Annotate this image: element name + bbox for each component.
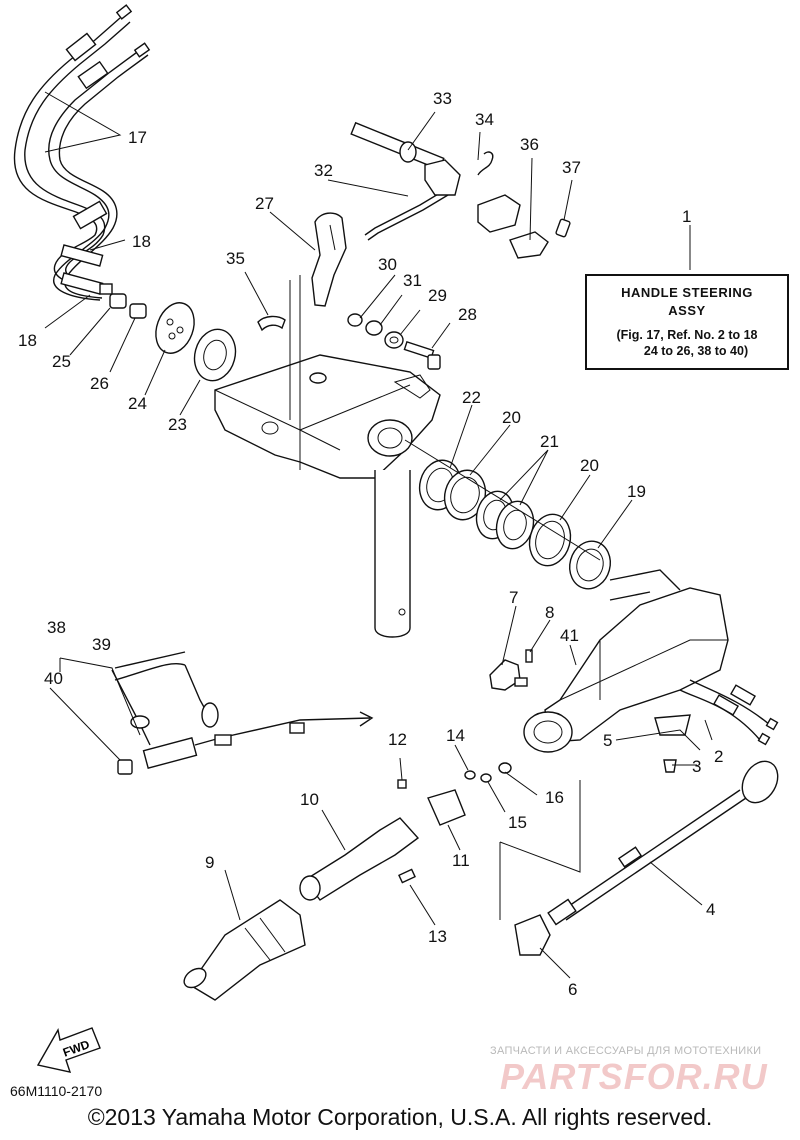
callout-28: 28 [458,305,477,324]
callout-1: 1 [682,207,691,226]
handle-bracket [523,569,779,773]
callout-29: 29 [428,286,447,305]
callout-37: 37 [562,158,581,177]
callout-6: 6 [568,980,577,999]
callout-24: 24 [128,394,147,413]
callout-35: 35 [226,249,245,268]
callout-22: 22 [462,388,481,407]
callout-40: 40 [44,669,63,688]
callout-33: 33 [433,89,452,108]
callout-16: 16 [545,788,564,807]
callout-15: 15 [508,813,527,832]
callout-2: 2 [714,747,723,766]
callout-7: 7 [509,588,518,607]
callout-18a: 18 [132,232,151,251]
cable-assembly [13,4,151,301]
callout-4: 4 [706,900,715,919]
callout-20b: 20 [580,456,599,475]
note-line-2: ASSY [668,303,706,318]
note-line-3: (Fig. 17, Ref. No. 2 to 18 [616,328,758,342]
grip-parts [183,762,512,1001]
callout-8: 8 [545,603,554,622]
callout-5: 5 [603,731,612,750]
seal-and-clip [193,315,286,382]
callout-27: 27 [255,194,274,213]
throttle-shaft [499,760,779,956]
leader-lines [44,91,713,979]
callout-41: 41 [560,626,579,645]
link-rod-parts [350,121,571,259]
callout-14: 14 [446,726,465,745]
callout-30: 30 [378,255,397,274]
drawing-code: 66M1110-2170 [10,1083,103,1099]
callout-3: 3 [692,757,701,776]
watermark-text: ЗАПЧАСТИ И АКСЕССУАРЫ ДЛЯ МОТОТЕХНИКИ [490,1045,762,1057]
callout-34: 34 [475,110,494,129]
callout-18b: 18 [18,331,37,350]
callout-38: 38 [47,618,66,637]
callout-26: 26 [90,374,109,393]
callout-19: 19 [627,482,646,501]
fastener-parts [347,313,441,370]
callout-13: 13 [428,927,447,946]
stop-switch [489,649,533,691]
callout-20a: 20 [502,408,521,427]
steering-bracket [214,354,441,638]
callout-23: 23 [168,415,187,434]
watermark-logo: PARTSFOR.RU [500,1056,768,1097]
throttle-lever [289,212,347,470]
copyright-notice: ©2013 Yamaha Motor Corporation, U.S.A. A… [87,1104,713,1130]
washer-stack [404,439,611,590]
callout-31: 31 [403,271,422,290]
fwd-arrow-icon: FWD [36,1027,101,1073]
note-line-4: 24 to 26, 38 to 40) [643,344,749,358]
callout-32: 32 [314,161,333,180]
callout-21: 21 [540,432,559,451]
callout-10: 10 [300,790,319,809]
handle-steering-assy-note: HANDLE STEERING ASSY (Fig. 17, Ref. No. … [585,274,789,370]
lanyard-parts [111,651,374,775]
callout-36: 36 [520,135,539,154]
callout-25: 25 [52,352,71,371]
callout-12: 12 [388,730,407,749]
callout-17: 17 [128,128,147,147]
callout-numbers: 1 2 3 4 5 6 7 8 9 10 11 12 13 14 15 16 1… [18,89,723,999]
grommet-parts [109,293,195,354]
callout-39: 39 [92,635,111,654]
note-line-1: HANDLE STEERING [621,285,753,300]
callout-11: 11 [452,851,470,870]
callout-9: 9 [205,853,214,872]
